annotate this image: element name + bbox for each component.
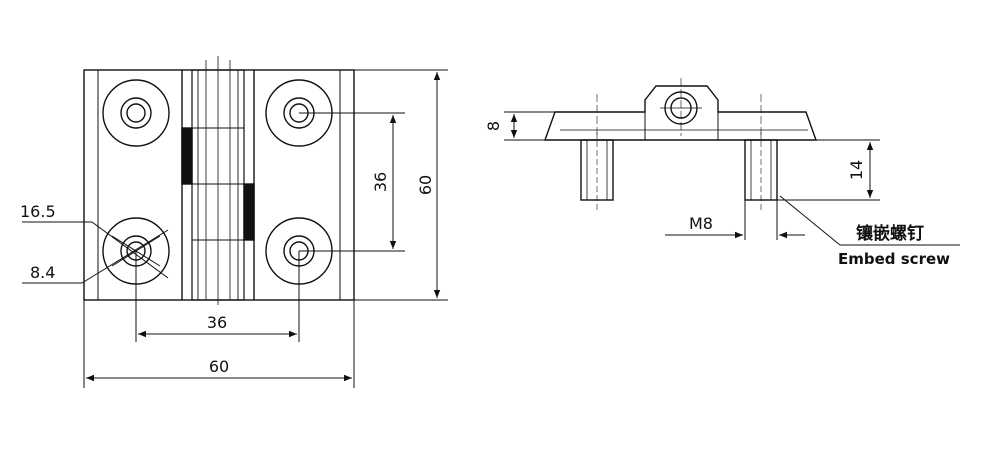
dim-hole-spacing-horizontal: 36: [207, 313, 227, 332]
front-dimensions: [22, 69, 448, 388]
callout-chinese: 镶嵌螺钉: [856, 223, 924, 244]
dim-thread: M8: [689, 214, 713, 233]
side-profile: [544, 85, 817, 141]
dim-width-60: 60: [209, 357, 229, 376]
dim-counterbore-diameter: 16.5: [20, 202, 56, 221]
side-dimensions: [504, 111, 960, 246]
side-view: [544, 78, 817, 210]
dim-screw-length: 14: [847, 160, 866, 180]
dim-thickness: 8: [484, 121, 503, 131]
embed-screw-right: [744, 132, 778, 210]
embed-screw-left: [580, 132, 614, 210]
dim-hole-diameter: 8.4: [30, 263, 55, 282]
mounting-hole-top-left: [102, 79, 170, 147]
front-view: [83, 56, 355, 305]
dim-height-60: 60: [416, 175, 435, 195]
callout-english: Embed screw: [838, 250, 950, 268]
dim-hole-spacing-vertical: 36: [371, 172, 390, 192]
hinge-knuckle: [181, 56, 255, 305]
